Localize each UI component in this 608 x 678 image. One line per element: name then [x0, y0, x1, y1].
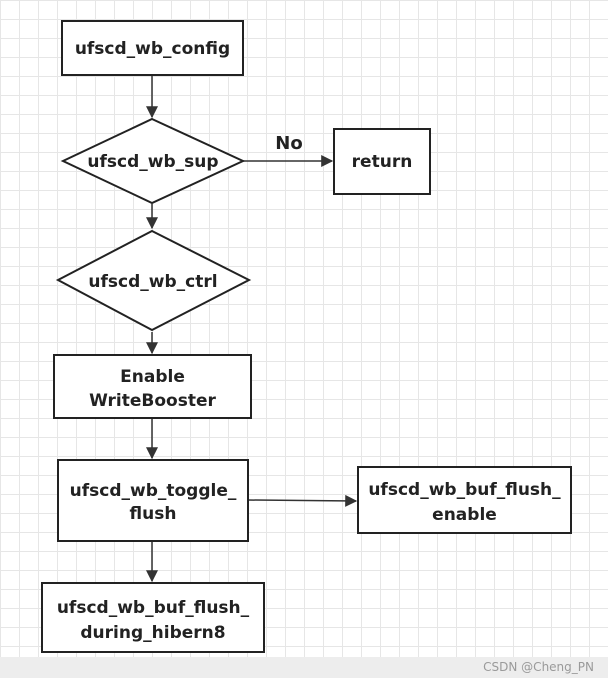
footer-bar: CSDN @Cheng_PN [0, 657, 608, 678]
svg-text:ufscd_wb_config: ufscd_wb_config [75, 39, 230, 59]
edge-toggle-to-buf-enable [247, 494, 358, 507]
svg-text:ufscd_wb_sup: ufscd_wb_sup [87, 152, 218, 172]
svg-text:WriteBooster: WriteBooster [89, 391, 216, 411]
svg-text:ufscd_wb_ctrl: ufscd_wb_ctrl [88, 272, 217, 292]
watermark: CSDN @Cheng_PN [483, 660, 594, 674]
node-ufscd-wb-sup-decision: ufscd_wb_sup [60, 117, 246, 205]
svg-text:enable: enable [432, 505, 497, 525]
node-ufscd-wb-buf-flush-during-hibern8: ufscd_wb_buf_flush_ during_hibern8 [41, 582, 265, 653]
node-enable-writebooster: Enable WriteBooster [53, 354, 252, 419]
svg-text:flush: flush [130, 504, 177, 524]
node-return: return [333, 128, 431, 195]
edge-label-no: No [275, 133, 302, 154]
svg-text:ufscd_wb_toggle_: ufscd_wb_toggle_ [70, 481, 237, 501]
node-ufscd-wb-ctrl-decision: ufscd_wb_ctrl [55, 229, 252, 332]
svg-text:ufscd_wb_buf_flush_: ufscd_wb_buf_flush_ [57, 598, 250, 618]
node-ufscd-wb-config: ufscd_wb_config [61, 20, 244, 76]
svg-text:return: return [352, 152, 413, 172]
flowchart: No ufscd_wb_config ufscd_wb_sup return u… [41, 20, 572, 653]
svg-text:during_hibern8: during_hibern8 [80, 623, 225, 643]
svg-text:Enable: Enable [120, 367, 185, 387]
node-ufscd-wb-buf-flush-enable: ufscd_wb_buf_flush_ enable [357, 466, 572, 534]
svg-text:ufscd_wb_buf_flush_: ufscd_wb_buf_flush_ [368, 480, 561, 500]
node-ufscd-wb-toggle-flush: ufscd_wb_toggle_ flush [57, 459, 249, 542]
